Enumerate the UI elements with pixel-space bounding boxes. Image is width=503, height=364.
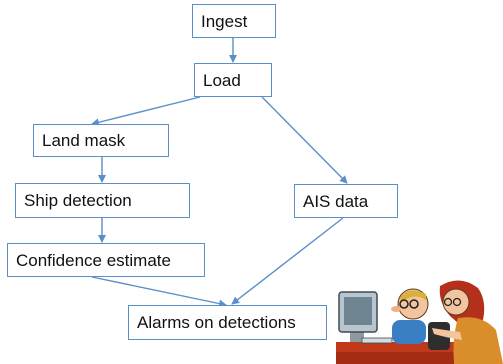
node-land-mask: Land mask (33, 124, 169, 157)
node-load-label: Load (203, 70, 241, 90)
edge-ais-data-alarms (231, 217, 344, 305)
people-at-computer-icon (336, 280, 503, 364)
edge-load-ais-data (261, 96, 348, 184)
woman-head (442, 288, 470, 316)
node-ais-data-label: AIS data (303, 191, 369, 211)
desk (336, 342, 454, 354)
woman-glasses-left (443, 297, 453, 307)
man-glasses-left (399, 299, 409, 309)
woman-arm (432, 328, 462, 340)
node-ship-detection: Ship detection (15, 183, 190, 218)
edge-confidence-alarms (91, 276, 227, 308)
node-ais-data: AIS data (294, 184, 398, 218)
edge-load-land-mask (91, 96, 201, 127)
node-land-mask-label: Land mask (42, 131, 126, 150)
node-ship-detection-label: Ship detection (24, 191, 132, 210)
man-glasses-right (409, 299, 419, 309)
man-hair (400, 290, 426, 302)
node-confidence-estimate-label: Confidence estimate (16, 250, 171, 270)
node-ingest: Ingest (192, 4, 276, 38)
woman-body (453, 317, 503, 364)
node-confidence-estimate: Confidence estimate (7, 243, 205, 277)
node-load: Load (194, 63, 272, 97)
man-nose (391, 306, 401, 312)
node-alarms-label: Alarms on detections (137, 313, 296, 332)
node-ingest-label: Ingest (201, 11, 248, 31)
man-body (392, 320, 426, 344)
monitor-stand (350, 330, 364, 342)
keyboard (361, 337, 393, 344)
node-alarms-on-detections: Alarms on detections (128, 305, 327, 340)
monitor-screen (344, 297, 372, 325)
desk-front (336, 352, 454, 364)
woman-glasses-right (452, 297, 462, 307)
